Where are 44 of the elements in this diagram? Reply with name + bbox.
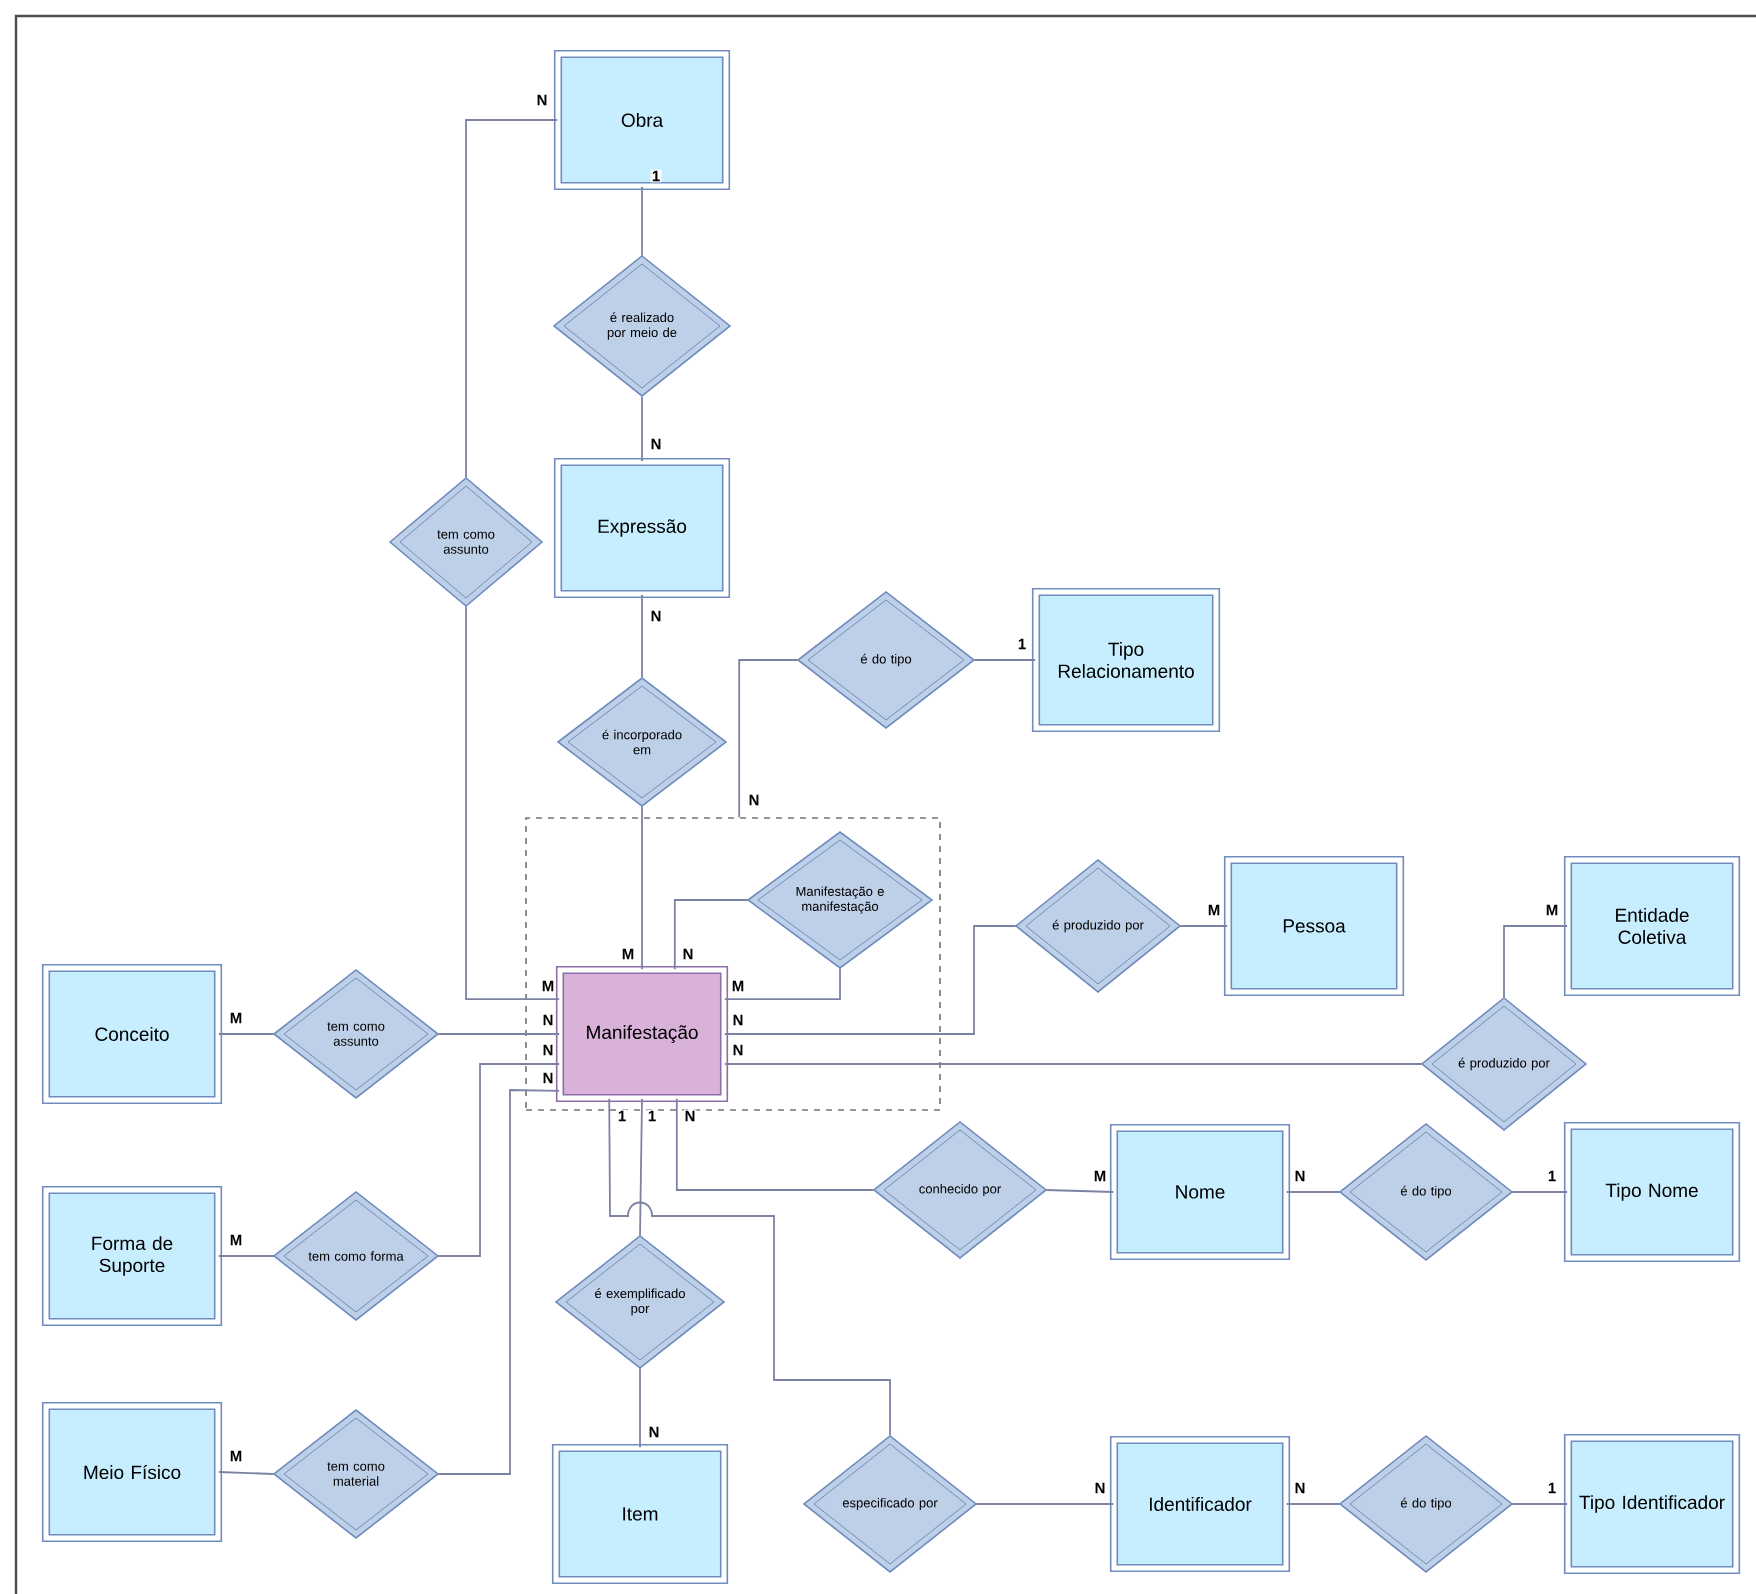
connector-line <box>217 1255 275 1257</box>
connector-line <box>608 1097 891 1437</box>
connector-line <box>1511 1503 1569 1505</box>
entity-box: Forma de Suporte <box>41 1185 223 1327</box>
connector-line <box>1285 1191 1341 1193</box>
connector-line <box>641 593 643 679</box>
connector-line <box>437 1089 561 1475</box>
connector-line <box>217 1471 275 1475</box>
connector-line <box>1285 1503 1341 1505</box>
dashed-group-box <box>525 817 941 1111</box>
connector-line <box>639 1097 643 1237</box>
entity-box: Entidade Coletiva <box>1563 855 1741 997</box>
connector-line <box>465 119 559 479</box>
connector-line <box>973 659 1037 661</box>
connector-line <box>641 805 643 971</box>
entity-box: Manifestação <box>555 965 729 1103</box>
entity-box: Expressão <box>553 457 731 599</box>
connector-line <box>723 925 1017 1035</box>
connector-line <box>1511 1191 1569 1193</box>
connector-line <box>723 1063 1423 1065</box>
entity-box: Conceito <box>41 963 223 1105</box>
entity-box: Pessoa <box>1223 855 1405 997</box>
connector-line <box>465 605 561 1001</box>
entity-box: Tipo Nome <box>1563 1121 1741 1263</box>
entity-box: Tipo Relacionamento <box>1031 587 1221 733</box>
entity-box: Item <box>551 1443 729 1585</box>
connector-line <box>437 1063 561 1257</box>
entity-box: Nome <box>1109 1123 1291 1261</box>
connector-line <box>641 185 643 257</box>
connector-line <box>1503 925 1569 999</box>
connector-line <box>217 1033 275 1035</box>
connector-line <box>437 1033 561 1035</box>
connector-line <box>738 659 799 819</box>
connector-line <box>675 1097 875 1191</box>
connector-line <box>723 967 841 1001</box>
connector-line <box>1045 1189 1115 1193</box>
connector-line <box>639 1367 641 1449</box>
entity-box: Tipo Identificador <box>1563 1433 1741 1575</box>
entity-box: Identificador <box>1109 1435 1291 1573</box>
entity-box: Meio Físico <box>41 1401 223 1543</box>
connector-line <box>673 899 749 971</box>
connector-line <box>975 1503 1115 1505</box>
connector-line <box>1179 925 1229 927</box>
connector-line <box>641 395 643 463</box>
